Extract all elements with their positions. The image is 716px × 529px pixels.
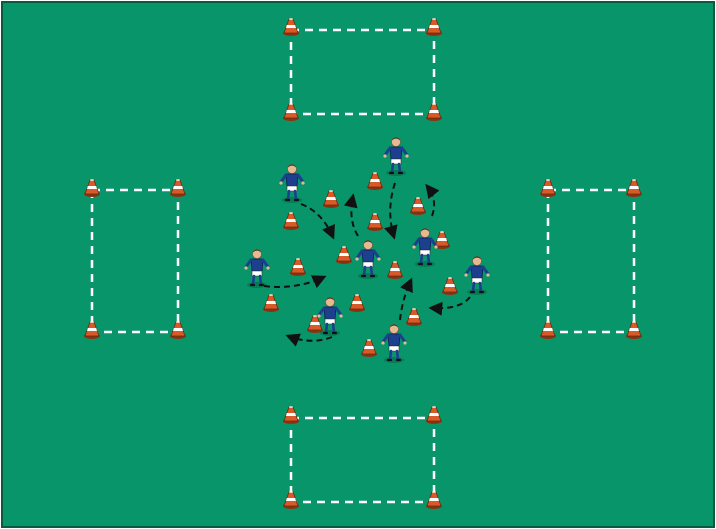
pitch-surface — [2, 2, 714, 527]
pitch — [0, 0, 716, 529]
drill-diagram — [0, 0, 716, 529]
